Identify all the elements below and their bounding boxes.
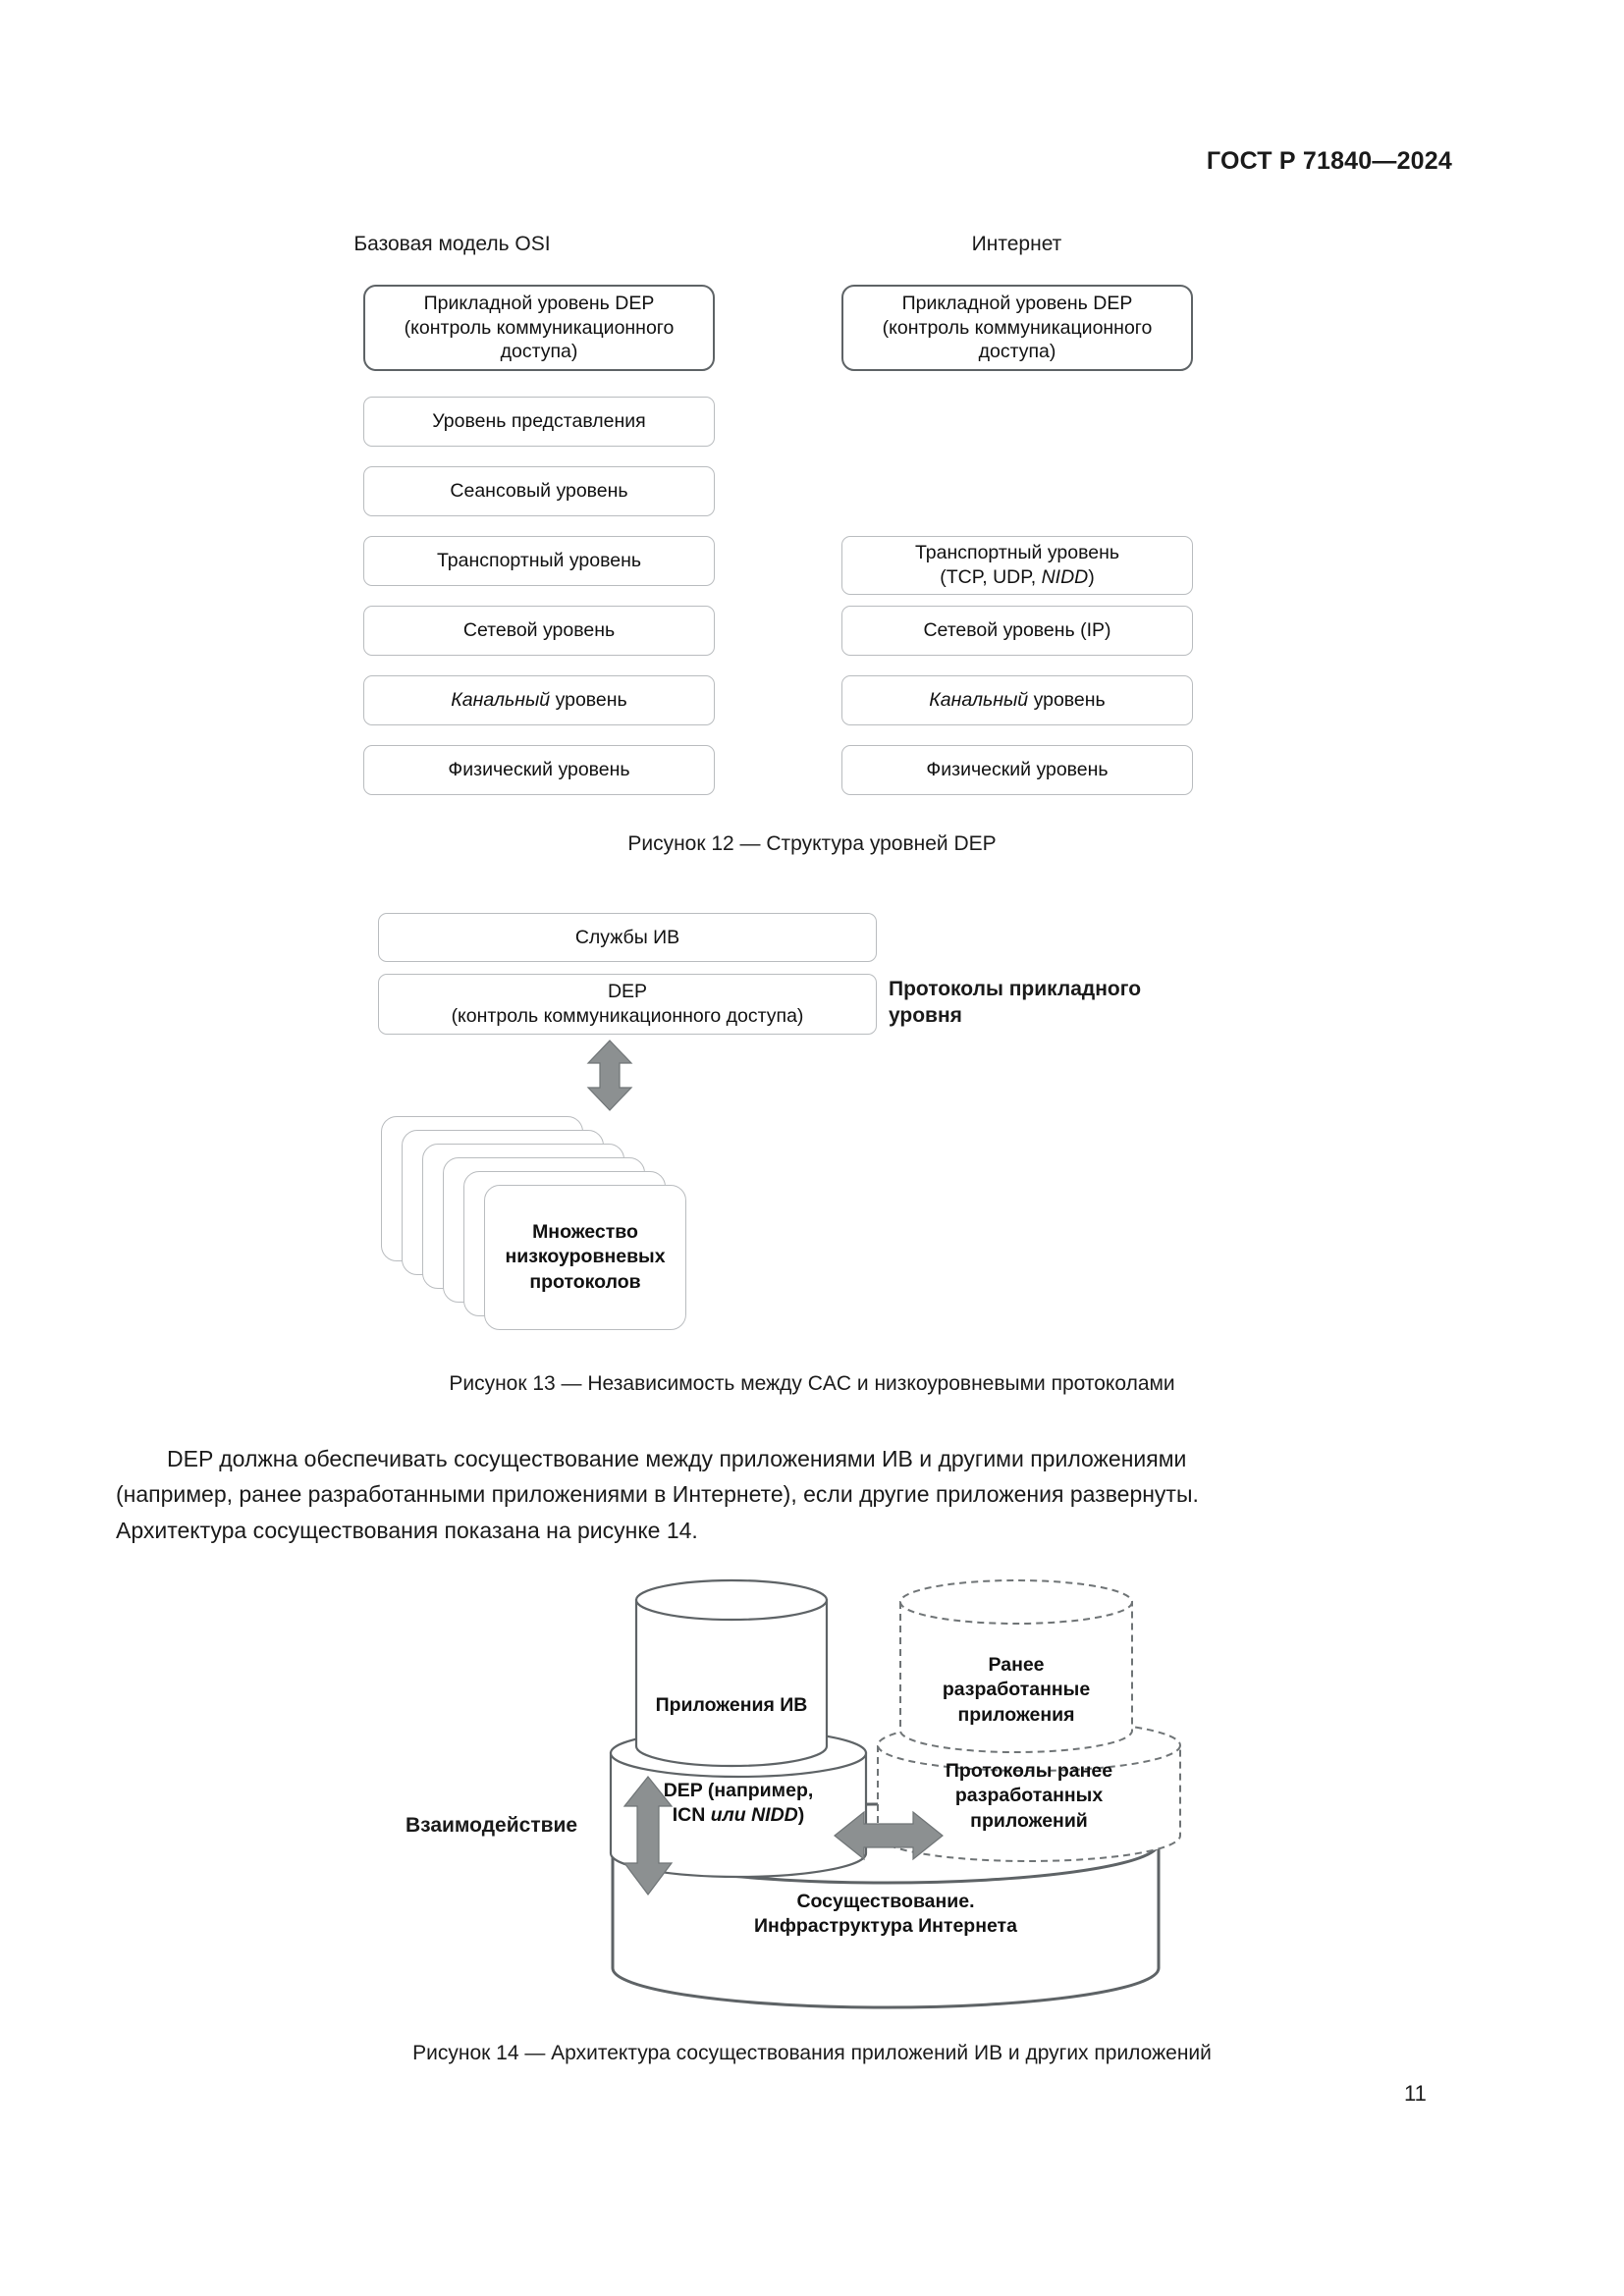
fig12-osi-box-transport: Транспортный уровень <box>363 536 715 586</box>
fig13-double-arrow-icon <box>586 1040 633 1111</box>
fig12-osi-box-datalink: Канальный уровень <box>363 675 715 725</box>
fig12-internet-application-line3: доступа) <box>978 341 1056 363</box>
fig12-osi-datalink-italic: Канальный <box>451 689 551 712</box>
body-paragraph-line3: Архитектура сосуществования показана на … <box>116 1517 698 1543</box>
fig12-internet-transport-line1: Транспортный уровень <box>914 542 1119 564</box>
fig12-internet-datalink-rest: уровень <box>1028 689 1106 712</box>
fig12-caption: Рисунок 12 — Структура уровней DEP <box>627 832 997 855</box>
fig14-dep-line2a: ICN <box>672 1804 711 1827</box>
fig14-legacy-apps-line1: Ранее <box>988 1654 1045 1676</box>
fig13-side-label-line2: уровня <box>889 1004 962 1028</box>
fig12-internet-box-datalink: Канальный уровень <box>841 675 1193 725</box>
fig14-dep-line2b: ) <box>797 1804 805 1827</box>
fig14-legacy-apps-line3: приложения <box>957 1703 1075 1726</box>
fig13-stack-line1: Множество <box>532 1220 638 1243</box>
fig13-box-dep: DEP (контроль коммуникационного доступа) <box>378 974 877 1035</box>
fig14-legacy-apps-cylinder-label: Ранее разработанные приложения <box>900 1653 1132 1728</box>
fig14-base-cylinder-label: Сосуществование. Инфраструктура Интернет… <box>613 1890 1159 1940</box>
fig12-internet-box-network: Сетевой уровень (IP) <box>841 606 1193 656</box>
fig12-internet-box-application: Прикладной уровень DEP (контроль коммуни… <box>841 285 1193 371</box>
body-paragraph: DEP должна обеспечивать сосуществование … <box>116 1441 1510 1548</box>
fig12-osi-box-session: Сеансовый уровень <box>363 466 715 516</box>
fig12-column-title-osi: Базовая модель OSI <box>353 233 551 255</box>
fig14-base-line2: Инфраструктура Интернета <box>754 1915 1017 1938</box>
page-number: 11 <box>1404 2081 1427 2106</box>
fig14-caption: Рисунок 14 — Архитектура сосуществования… <box>412 2042 1212 2064</box>
fig12-internet-transport-italic: NIDD <box>1041 566 1089 588</box>
fig12-internet-box-transport: Транспортный уровень (TCP, UDP, NIDD) <box>841 536 1193 595</box>
fig13-dep-line2: (контроль коммуникационного доступа) <box>451 1005 804 1027</box>
page-header-standard-number: ГОСТ Р 71840—2024 <box>1206 147 1452 175</box>
fig14-legacy-protocols-cylinder-label: Протоколы ранее разработанных приложений <box>878 1759 1180 1834</box>
fig12-internet-box-physical: Физический уровень <box>841 745 1193 795</box>
fig12-internet-datalink-italic: Канальный <box>929 689 1029 712</box>
fig14-dep-line2-italic: или NIDD <box>710 1804 798 1827</box>
fig12-osi-datalink-rest: уровень <box>550 689 627 712</box>
fig13-caption: Рисунок 13 — Независимость между CAC и н… <box>449 1372 1175 1395</box>
fig14-apps-cylinder-shape <box>634 1578 829 1768</box>
body-paragraph-line2: (например, ранее разработанными приложен… <box>116 1481 1199 1508</box>
fig13-stack-line2: низкоуровневых <box>505 1246 666 1268</box>
fig12-internet-transport-line2a: (TCP, UDP, <box>940 566 1042 588</box>
fig12-osi-box-presentation: Уровень представления <box>363 397 715 447</box>
fig12-osi-application-line3: доступа) <box>500 341 578 363</box>
fig14-apps-cylinder-label: Приложения ИВ <box>655 1694 808 1716</box>
fig12-osi-box-network: Сетевой уровень <box>363 606 715 656</box>
fig14-legacy-protocols-line3: приложений <box>970 1809 1088 1832</box>
fig14-dep-line1: DEP (например, <box>663 1780 814 1801</box>
fig12-osi-box-application: Прикладной уровень DEP (контроль коммуни… <box>363 285 715 371</box>
fig12-internet-transport-line2b: ) <box>1088 566 1095 588</box>
fig14-legacy-protocols-line2: разработанных <box>954 1785 1104 1807</box>
fig13-dep-line1: DEP <box>607 981 648 1003</box>
fig14-interaction-label: Взаимодействие <box>406 1814 578 1837</box>
fig14-legacy-protocols-line1: Протоколы ранее <box>945 1760 1113 1782</box>
fig14-dep-cylinder-label: DEP (например, ICN или NIDD) <box>628 1779 848 1829</box>
fig14-base-line1: Сосуществование. <box>796 1891 975 1912</box>
fig14-legacy-apps-line2: разработанные <box>942 1679 1091 1701</box>
fig12-osi-application-line2: (контроль коммуникационного <box>404 316 675 339</box>
body-paragraph-line1: DEP должна обеспечивать сосуществование … <box>167 1446 1187 1471</box>
fig12-osi-box-physical: Физический уровень <box>363 745 715 795</box>
fig12-column-title-internet: Интернет <box>971 233 1062 255</box>
fig12-internet-application-line1: Прикладной уровень DEP <box>901 292 1133 314</box>
fig13-stack-line3: протоколов <box>529 1270 641 1293</box>
fig13-stack-card-front: Множество низкоуровневых протоколов <box>484 1185 686 1330</box>
fig13-side-label-app-protocols: Протоколы прикладного уровня <box>889 976 1183 1030</box>
fig13-box-services: Службы ИВ <box>378 913 877 962</box>
fig12-osi-application-line1: Прикладной уровень DEP <box>423 292 655 314</box>
fig13-side-label-line1: Протоколы прикладного <box>889 978 1142 1000</box>
fig12-internet-application-line2: (контроль коммуникационного <box>882 316 1153 339</box>
